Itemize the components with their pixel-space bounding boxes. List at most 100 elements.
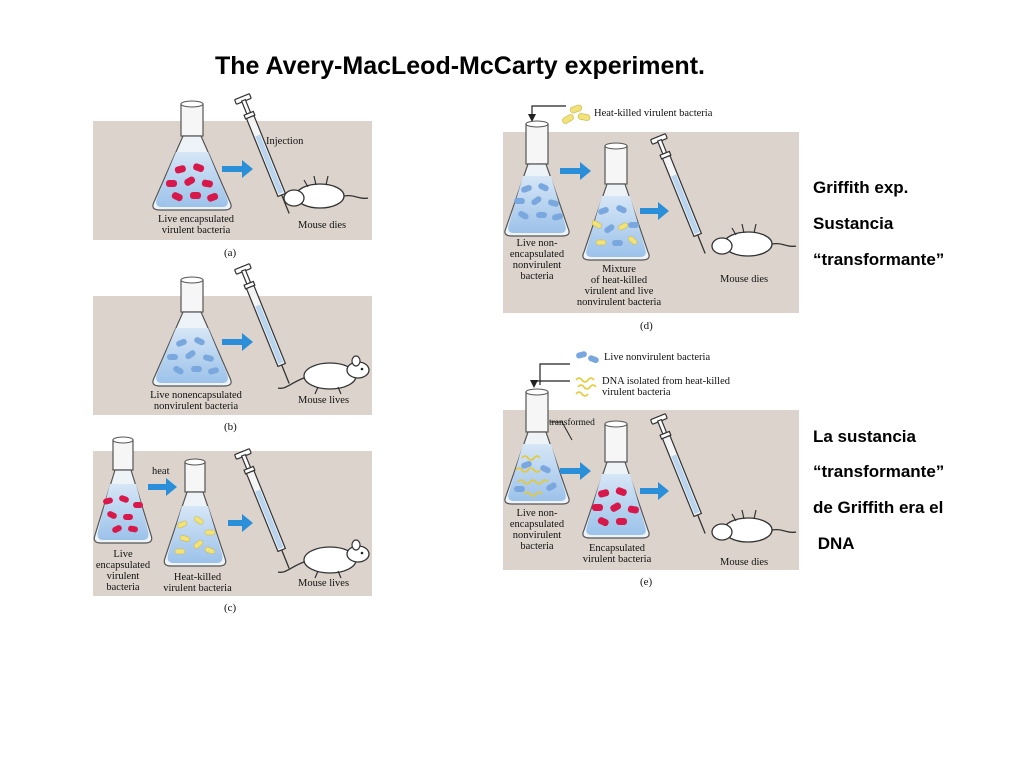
panel-e-dead-mouse-icon bbox=[711, 509, 797, 543]
panel-a-injection-label: Injection bbox=[266, 136, 304, 147]
panel-c-label: (c) bbox=[224, 602, 237, 614]
panel-d-arrow-icon-2 bbox=[640, 202, 669, 220]
panel-b-bacteria-line2: nonvirulent bacteria bbox=[153, 401, 239, 412]
panel-e-transformation-flask bbox=[504, 388, 570, 505]
panel-e-label: (e) bbox=[640, 576, 653, 588]
panel-a-outcome: Mouse dies bbox=[298, 220, 347, 231]
panel-c-live-mouse-icon bbox=[277, 539, 370, 579]
panel-c-arrow-icon bbox=[228, 514, 253, 532]
panel-e-legend-dna-icon bbox=[575, 377, 597, 397]
panel-b-syringe-icon bbox=[233, 263, 298, 388]
panel-b-flask bbox=[152, 276, 232, 387]
panel-d-outcome: Mouse dies bbox=[720, 274, 769, 285]
panel-a-bacteria-line2: virulent bacteria bbox=[161, 225, 231, 236]
panel-e-transformed-label: transformed bbox=[549, 418, 595, 428]
panel-d-live-flask bbox=[504, 120, 570, 237]
panel-d-live-line3: nonvirulent bbox=[512, 260, 562, 271]
panel-e-pointer-arrowhead bbox=[530, 380, 538, 388]
panel-b-bacteria-caption: Live nonencapsulated nonvirulent bacteri… bbox=[140, 390, 252, 412]
panel-b-outcome: Mouse lives bbox=[298, 395, 350, 406]
panel-e-legend-1: Live nonvirulent bacteria bbox=[604, 352, 711, 363]
panel-a-bacteria-caption: Live encapsulated virulent bacteria bbox=[146, 214, 246, 236]
panel-c-live-line1: Live bbox=[113, 549, 133, 560]
panel-e-enc-line2: virulent bacteria bbox=[582, 554, 652, 565]
panel-c-live-flask bbox=[93, 436, 153, 544]
panel-d-mix-line2: of heat-killed bbox=[590, 275, 648, 286]
note-griffith-line2: Sustancia bbox=[813, 214, 894, 233]
panel-d-mix-line4: nonvirulent bacteria bbox=[576, 297, 662, 308]
panel-d-syringe-icon bbox=[649, 133, 714, 258]
panel-e-live-caption: Live non- encapsulated nonvirulent bacte… bbox=[502, 508, 572, 552]
panel-d-mixture-flask bbox=[582, 142, 650, 261]
panel-d-dead-mouse-icon bbox=[711, 223, 797, 257]
panel-a-dead-mouse-icon bbox=[283, 175, 369, 209]
panel-a-background bbox=[93, 121, 372, 240]
note-dna-line3: de Griffith era el bbox=[813, 498, 944, 517]
panel-e-legend2-line2: virulent bacteria bbox=[602, 387, 671, 398]
panel-e-arrow-icon-1 bbox=[560, 462, 591, 480]
panel-e-live-line2: encapsulated bbox=[509, 519, 565, 530]
panel-e-syringe-icon bbox=[649, 413, 714, 538]
panel-e-virulent-bacteria bbox=[592, 487, 639, 527]
panel-d-arrow-icon-1 bbox=[560, 162, 591, 180]
panel-c-heat-arrow-icon bbox=[148, 478, 177, 496]
panel-d-mix-line3: virulent and live bbox=[584, 286, 654, 297]
panel-c-live-line4: bacteria bbox=[106, 582, 140, 593]
panel-d-legend: Heat-killed virulent bacteria bbox=[594, 108, 713, 119]
panel-c-heat-label: heat bbox=[152, 466, 170, 477]
panel-b-label: (b) bbox=[224, 421, 237, 433]
panel-a-label: (a) bbox=[224, 247, 237, 259]
panel-d-mix-line1: Mixture bbox=[602, 264, 636, 275]
panel-c-killed-caption: Heat-killed virulent bacteria bbox=[150, 572, 245, 594]
panel-e-transformed-pointer bbox=[550, 421, 573, 441]
panel-a-flask bbox=[152, 100, 232, 211]
panel-e-legend-live-bacteria-icon bbox=[576, 351, 599, 364]
panel-e-enc-line1: Encapsulated bbox=[589, 543, 645, 554]
panel-b-arrow-icon bbox=[222, 333, 253, 351]
panel-e-legend2-line1: DNA isolated from heat-killed bbox=[602, 376, 731, 387]
panel-e-nonvirulent-bacteria bbox=[514, 460, 557, 492]
panel-e-pointer-line-1 bbox=[539, 363, 570, 385]
panel-d-pointer-line bbox=[531, 105, 566, 121]
panel-d-mixed-bacteria bbox=[591, 205, 639, 246]
panel-d-pointer-arrowhead bbox=[528, 114, 536, 122]
panel-e-arrow-icon-2 bbox=[640, 482, 669, 500]
panel-e-live-line3: nonvirulent bbox=[512, 530, 562, 541]
panel-d-legend-bacteria-icon bbox=[562, 104, 591, 124]
panel-c-outcome: Mouse lives bbox=[298, 578, 350, 589]
panel-e-live-line1: Live non- bbox=[516, 508, 558, 519]
panel-c-killed-line1: Heat-killed bbox=[173, 572, 222, 583]
panel-d-mixture-caption: Mixture of heat-killed virulent and live… bbox=[565, 264, 673, 308]
panel-d-live-caption: Live non- encapsulated nonvirulent bacte… bbox=[502, 238, 572, 282]
note-dna-line1: La sustancia bbox=[813, 427, 916, 446]
panel-c-heat-killed-bacteria bbox=[174, 516, 216, 555]
panel-e-live-line4: bacteria bbox=[520, 541, 554, 552]
panel-a-arrow-icon bbox=[222, 160, 253, 178]
panel-d-live-line2: encapsulated bbox=[509, 249, 565, 260]
page-title: The Avery-MacLeod-McCarty experiment. bbox=[215, 52, 705, 80]
note-dna-line2: “transformante” bbox=[813, 462, 945, 481]
panel-d-live-line1: Live non- bbox=[516, 238, 558, 249]
panel-c-live-caption: Live encapsulated virulent bacteria bbox=[88, 549, 158, 593]
panel-c-syringe-icon bbox=[233, 448, 298, 573]
panel-e-outcome: Mouse dies bbox=[720, 557, 769, 568]
panel-e-encapsulated-flask bbox=[582, 420, 650, 539]
panel-d-live-line4: bacteria bbox=[520, 271, 554, 282]
panel-b-live-mouse-icon bbox=[277, 355, 370, 395]
panel-d-nonvirulent-bacteria bbox=[514, 183, 563, 221]
panel-c-killed-line2: virulent bacteria bbox=[163, 583, 232, 594]
panel-b-nonvirulent-bacteria bbox=[167, 337, 219, 375]
panel-b-bacteria-line1: Live nonencapsulated bbox=[150, 390, 242, 401]
panel-e-legend-2: DNA isolated from heat-killed virulent b… bbox=[602, 376, 730, 398]
panel-d-label: (d) bbox=[640, 320, 653, 332]
panel-c-heat-killed-flask bbox=[163, 458, 227, 567]
panel-e-dna-strands bbox=[515, 455, 549, 497]
note-dna-line4: DNA bbox=[813, 534, 855, 553]
panel-e-encapsulated-caption: Encapsulated virulent bacteria bbox=[567, 543, 667, 565]
panel-a-bacteria-line1: Live encapsulated bbox=[157, 214, 235, 225]
note-griffith-line3: “transformante” bbox=[813, 250, 945, 269]
panel-c-virulent-bacteria bbox=[103, 495, 143, 533]
panel-b-background bbox=[93, 296, 372, 415]
panel-c-live-line3: virulent bbox=[106, 571, 140, 582]
